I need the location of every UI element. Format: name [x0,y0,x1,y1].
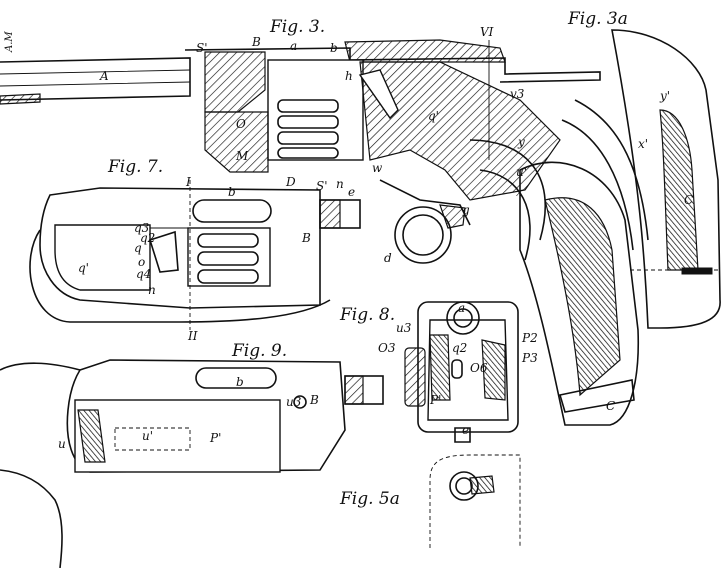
fig3-ref-label: M [235,149,249,163]
fig3-ref-label: w [372,161,383,175]
fig8-ref-label: q2 [452,341,467,355]
fig7-ref-label: n [148,283,156,297]
fig3-ref-label: S' [196,41,208,55]
fig3-ref-label: a [290,39,297,53]
fig3-ref-label: n [336,177,344,191]
fig3-ref-label: D [285,175,296,189]
fig7-ref-label: q [134,241,142,255]
fig3a-ref-label: C [684,193,693,207]
fig3-ref-label: b [330,41,338,55]
fig3-ref-label: x [516,185,523,199]
fig7-ref-label: B [301,231,311,245]
fig9-labels: b u3 Bu u' P' [58,375,319,451]
fig3a-ref-label: x' [638,137,648,151]
figure-9 [0,359,384,568]
fig8-ref-label: P' [429,393,441,407]
fig9-ref-label: B [309,393,319,407]
fig9-ref-label: u3 [286,395,302,409]
fig9-ref-label: b [236,375,244,389]
fig3a-title: Fig. 3a [567,9,628,29]
figure-3a [561,29,721,329]
figure-7 [29,180,361,330]
fig8-ref-label: a [458,301,465,315]
fig8-ref-label: P2 [521,331,538,345]
grip-panel [519,161,640,426]
fig8-ref-label: e [462,423,469,437]
fig3-ref-label: e [348,185,355,199]
fig7-ref-label: q4 [136,267,151,281]
fig3-ref-label: u' [516,165,527,179]
fig7-ref-label: q' [78,261,89,275]
fig9-ref-label: u [58,437,66,451]
fig8-ref-label: O3 [378,341,396,355]
grip-ref-label: C [606,399,615,413]
fig8-title: Fig. 8. [339,305,395,325]
fig8-ref-label: P3 [521,351,538,365]
grip-labels: C [606,399,615,413]
fig5a-title: Fig. 5a [339,489,400,509]
fig8-ref-label: O6 [470,361,488,375]
fig3-ref-label: v3 [510,87,525,101]
fig9-title: Fig. 9. [231,341,287,361]
figure-8 [404,301,519,443]
fig3a-labels: y' x' C [638,89,693,207]
fig7-ref-label: q3 [134,221,150,235]
fig7-ref-label: o [138,255,145,269]
fig3-title: Fig. 3. [269,17,325,37]
fig3-ref-label: VI [480,25,494,39]
fig9-ref-label: P' [209,431,221,445]
fig3-ref-label: q' [428,109,439,123]
fig3-ref-label: h [345,69,353,83]
fig3-ref-label: g [462,203,470,217]
fig9-ref-label: u' [142,429,153,443]
fig3-ref-label: y [517,135,525,149]
fig7-title: Fig. 7. [107,157,163,177]
fig3-cartridges [277,99,339,159]
fig7-ref-label: b [228,185,236,199]
fig7-ref-label: II [187,329,198,343]
fig7-ref-label: I [185,175,191,189]
fig8-ref-label: u3 [396,321,412,335]
fig7-ref-label: q2 [140,231,155,245]
fig3-ref-label: B [251,35,261,49]
figure-3 [0,39,601,264]
fig3a-ref-label: y' [659,89,670,103]
margin-mark: A.M [4,31,15,53]
fig3-ref-label: S' [316,179,328,193]
fig3-ref-label: O [236,117,246,131]
fig3-ref-label: d [384,251,392,265]
figure-5a [429,454,521,548]
fig3-ref-label: A [99,69,109,83]
